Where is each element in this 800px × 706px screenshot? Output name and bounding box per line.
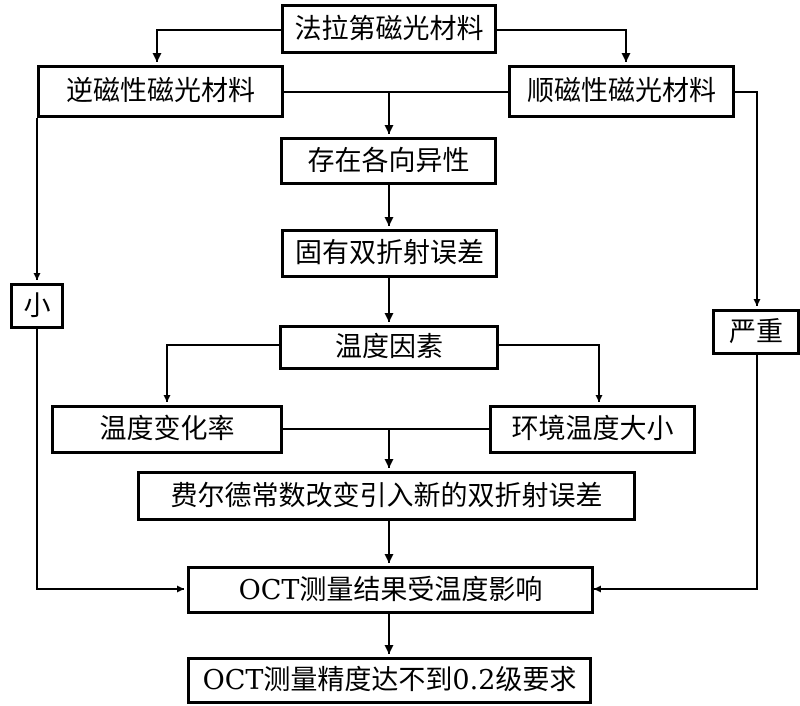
- edge-severe-to-oct: [594, 355, 758, 593]
- node-faraday-material: 法拉第磁光材料: [281, 4, 497, 54]
- edge-temperature-to-ambient: [499, 344, 603, 402]
- node-severe: 严重: [712, 309, 800, 355]
- node-anisotropy: 存在各向异性: [280, 137, 497, 185]
- node-ambient-temperature: 环境温度大小: [489, 405, 696, 454]
- edge-paramagnetic-to-severe: [735, 91, 761, 306]
- node-diamagnetic-material: 逆磁性磁光材料: [37, 65, 284, 118]
- node-temperature-factor: 温度因素: [279, 325, 499, 370]
- node-paramagnetic-material: 顺磁性磁光材料: [508, 65, 735, 118]
- node-intrinsic-birefringence-error: 固有双折射误差: [281, 229, 498, 278]
- edge-small-to-oct: [36, 329, 184, 593]
- node-oct-accuracy-requirement: OCT测量精度达不到0.2级要求: [187, 657, 592, 704]
- edge-faraday-to-paramagnetic: [497, 29, 631, 62]
- node-verdet-constant-change: 费尔德常数改变引入新的双折射误差: [137, 471, 636, 521]
- node-temperature-change-rate: 温度变化率: [51, 405, 283, 454]
- node-oct-temperature-affected: OCT测量结果受温度影响: [187, 566, 594, 614]
- edge-faraday-to-diamagnetic: [152, 29, 281, 62]
- node-small: 小: [10, 283, 64, 329]
- edge-temperature-to-rate: [163, 344, 279, 402]
